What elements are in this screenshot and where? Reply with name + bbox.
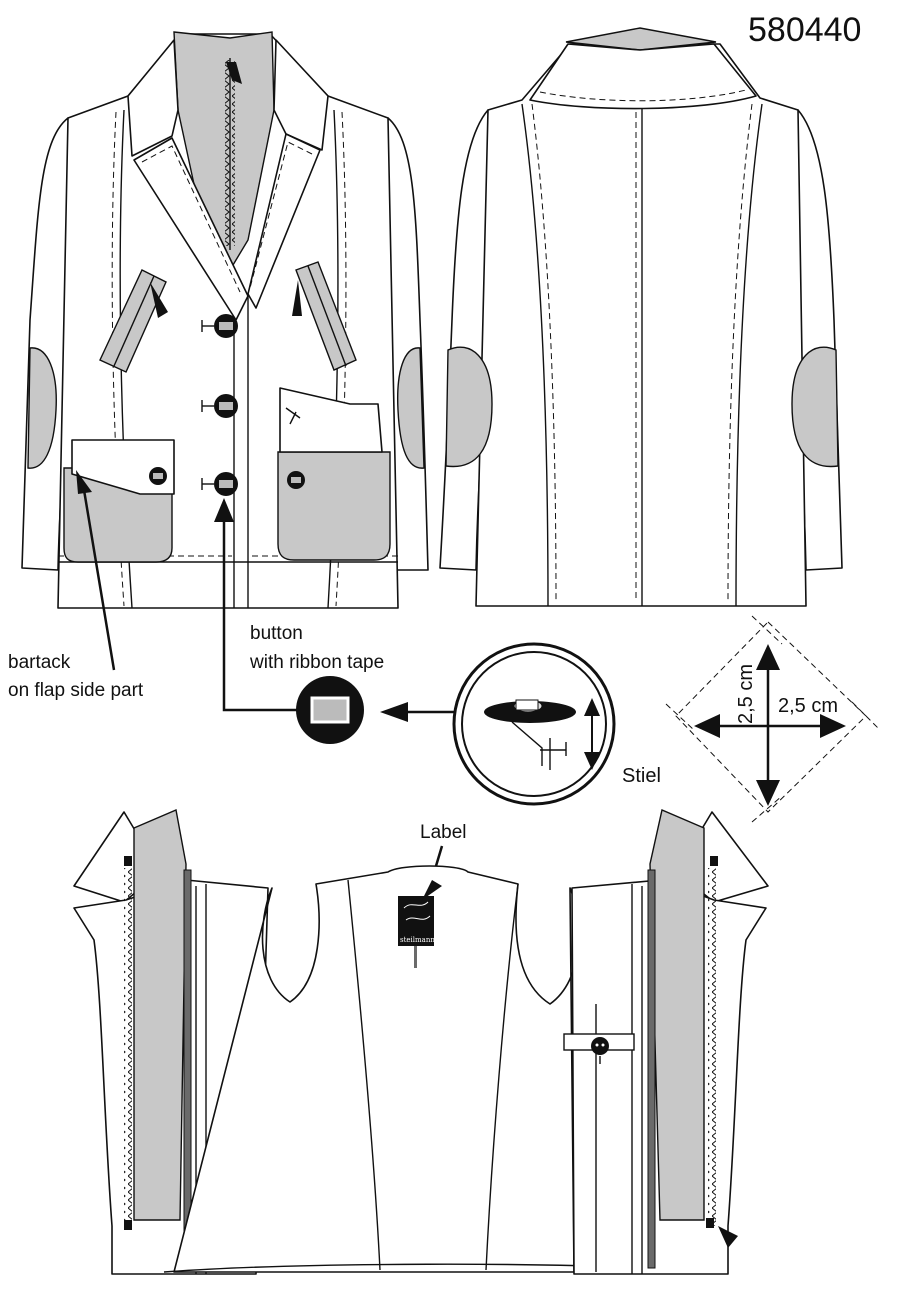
front-button-3 — [201, 472, 238, 496]
back-left-elbow-patch — [445, 346, 493, 468]
button-label-line1: button — [250, 623, 303, 644]
front-right-pocket-flap — [279, 387, 383, 453]
front-collar-stand — [173, 31, 275, 272]
dimension-horizontal-label: 2,5 cm — [778, 695, 838, 717]
front-button-2 — [201, 394, 238, 418]
inside-right-facing — [649, 809, 705, 1221]
dimension-diagram: 2,5 cm 2,5 cm — [665, 615, 881, 823]
front-right-elbow-patch — [396, 347, 425, 469]
bartack-label-line1: bartack — [8, 652, 71, 673]
zipper-pull — [226, 62, 242, 84]
brand-label-text: steilmann — [400, 936, 435, 944]
front-left-welt-pocket — [99, 269, 167, 373]
jacket-front-view — [21, 31, 429, 609]
inside-right-lining-stripe — [647, 869, 656, 1269]
back-right-elbow-patch — [791, 346, 839, 468]
front-right-welt-pocket — [295, 261, 357, 371]
dimension-vertical-label: 2,5 cm — [735, 664, 757, 724]
inside-right-button — [563, 1033, 635, 1064]
button-label-line2: with ribbon tape — [249, 652, 384, 673]
front-right-lapel — [247, 133, 321, 309]
front-left-pocket-flap — [71, 439, 175, 495]
stiel-detail: Stiel — [452, 642, 661, 806]
inside-left-facing — [133, 809, 187, 1221]
style-number: 580440 — [748, 11, 861, 49]
label-annotation: Label — [420, 822, 467, 843]
front-left-elbow-patch — [27, 347, 57, 469]
jacket-back-view — [439, 27, 843, 607]
front-left-collar — [127, 39, 179, 157]
button-callout: button with ribbon tape — [214, 498, 455, 744]
front-right-patch-pocket — [277, 451, 391, 561]
jacket-inside-view: steilmann Label — [73, 809, 769, 1275]
front-button-1 — [201, 314, 238, 338]
bartack-label-line2: on flap side part — [8, 680, 144, 701]
back-collar — [529, 43, 757, 110]
brand-label-tag: steilmann — [398, 845, 444, 968]
stiel-label: Stiel — [622, 765, 661, 787]
bartack-callout: bartack on flap side part — [8, 470, 144, 701]
